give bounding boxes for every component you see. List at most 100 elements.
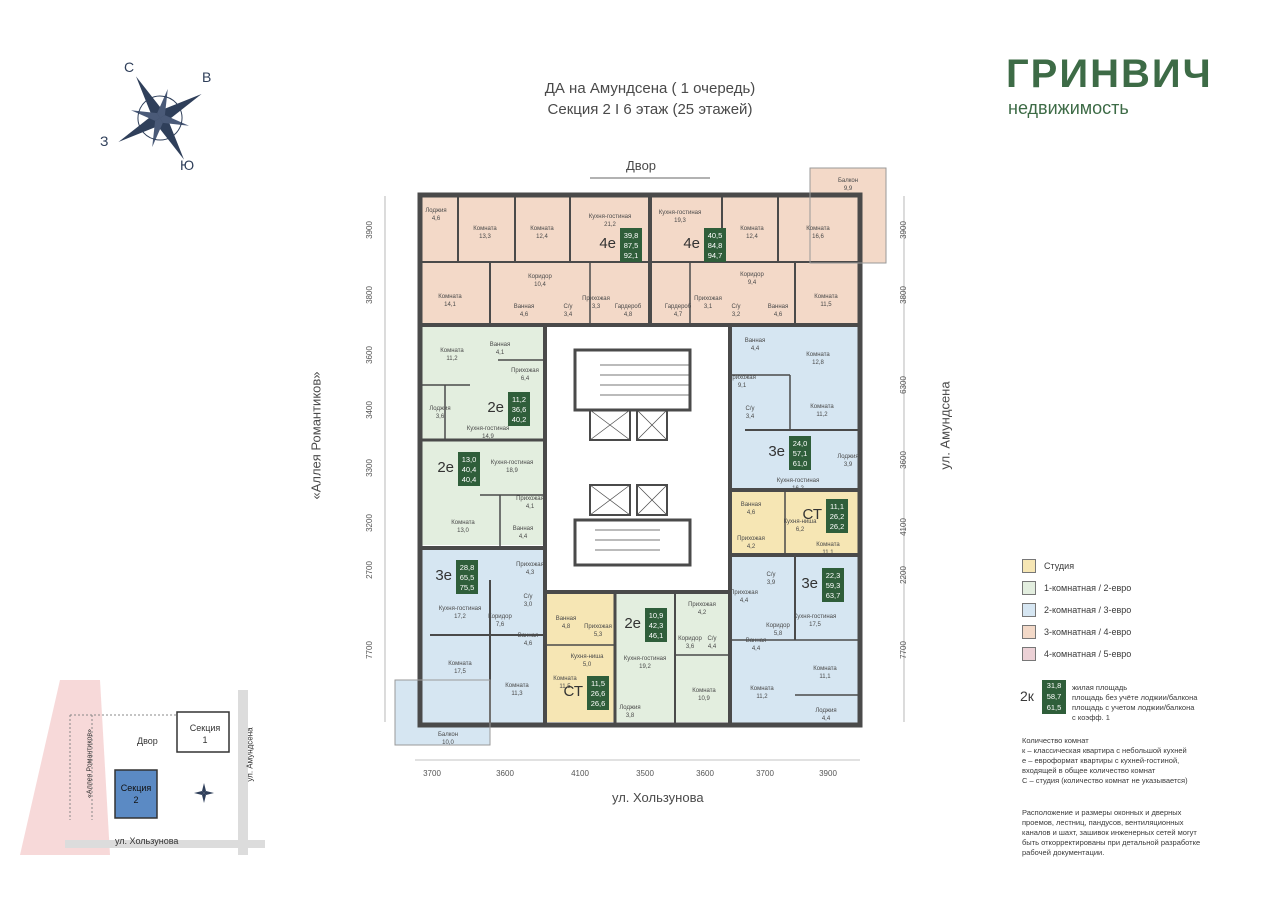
room-name: Балкон — [438, 732, 458, 738]
apartment-type: 3е — [801, 575, 818, 592]
street-top: Двор — [626, 158, 657, 173]
room-name: Лоджия — [837, 454, 858, 460]
legend-swatch-two-room — [1022, 603, 1036, 617]
room-area: 18,9 — [506, 468, 518, 474]
room-area: 13,0 — [457, 528, 469, 534]
minimap-street-left: «Аллея Романтиков» — [86, 729, 94, 798]
room-area: 3,0 — [524, 602, 533, 608]
dim-left-6: 2700 — [365, 561, 374, 579]
legend-swatch-three-room — [1022, 625, 1036, 639]
room-name: Комната — [692, 688, 716, 694]
legend-label-one-room: 1-комнатная / 2-евро — [1044, 583, 1132, 593]
room-area: 4,8 — [562, 624, 571, 630]
legend-sample-val-with: 61,5 — [1046, 703, 1062, 712]
legend-sample-val-living: 31,8 — [1046, 681, 1062, 690]
room-name: С/у — [564, 304, 573, 310]
street-top-line — [590, 177, 710, 179]
minimap-yard: Двор — [137, 736, 158, 746]
dim-right-1: 3800 — [899, 286, 908, 304]
apartment-type: 2е — [437, 459, 454, 476]
room-area: 3,4 — [564, 312, 573, 318]
apartment-area-value: 10,9 — [649, 611, 664, 620]
apartment-area-value: 28,8 — [460, 563, 475, 572]
legend-rooms-c: С – студия (количество комнат не указыва… — [1022, 776, 1188, 785]
room-name: Кухня-гостиная — [467, 426, 509, 432]
room-area: 5,3 — [594, 632, 603, 638]
apartment-area-value: 24,0 — [793, 439, 808, 448]
room-area: 4,7 — [674, 312, 683, 318]
apartment-badge — [620, 228, 642, 262]
dim-right-0: 3900 — [899, 221, 908, 239]
dim-left-3: 3400 — [365, 401, 374, 419]
dim-bottom-6: 3900 — [819, 769, 837, 778]
room-area: 13,3 — [479, 234, 491, 240]
plan-title: ДА на Амундсена ( 1 очередь) Секция 2 I … — [480, 78, 820, 120]
room-area: 6,2 — [796, 527, 805, 533]
room-name: Комната — [740, 226, 764, 232]
room-name: Комната — [813, 666, 837, 672]
legend-label-studio: Студия — [1044, 561, 1075, 571]
room-name: С/у — [524, 594, 533, 600]
room-area: 17,5 — [809, 622, 821, 628]
room-name: Коридор — [740, 272, 764, 278]
apartment-area-value: 84,8 — [708, 241, 723, 250]
legend-rooms-title: Количество комнат — [1022, 736, 1089, 745]
room-name: Коридор — [766, 623, 790, 629]
room-area: 4,1 — [496, 350, 505, 356]
apartment-badge — [508, 392, 530, 426]
dim-left-4: 3300 — [365, 459, 374, 477]
room-area: 5,8 — [774, 631, 783, 637]
apartment-badge — [826, 499, 848, 533]
legend-rooms-e1: е – евроформат квартиры с кухней-гостино… — [1022, 756, 1180, 765]
room-name: Ванная — [741, 502, 762, 508]
minimap-section-2: Секция 2 — [115, 782, 157, 806]
legend-swatch-four-room — [1022, 647, 1036, 661]
apartment-area-value: 11,2 — [512, 395, 526, 404]
room-name: Кухня-гостиная — [794, 614, 836, 620]
dim-bottom-4: 3600 — [696, 769, 714, 778]
room-name: Прихожая — [582, 296, 610, 302]
room-name: Комната — [810, 404, 834, 410]
room-area: 9,4 — [748, 280, 757, 286]
room-name: Гардероб — [615, 304, 642, 310]
room-name: Кухня-ниша — [571, 654, 605, 660]
legend-four-room: 4-комнатная / 5-евро — [1022, 646, 1131, 662]
apartment-area-value: 42,3 — [649, 621, 664, 630]
room-name: Лоджия — [619, 705, 640, 711]
room-area: 11,2 — [756, 694, 768, 700]
room-name: Кухня-гостиная — [624, 656, 666, 662]
room-area: 4,4 — [708, 644, 717, 650]
room-name: Комната — [440, 348, 464, 354]
apartment-area-value: 59,3 — [826, 581, 841, 590]
apartment-area-value: 46,1 — [649, 631, 664, 640]
room-name: Комната — [806, 226, 830, 232]
room-area: 16,6 — [812, 234, 824, 240]
room-name: Комната — [505, 683, 529, 689]
room-name: С/у — [708, 636, 717, 642]
room-area: 4,2 — [747, 544, 756, 550]
apartment-type: 2е — [624, 615, 641, 632]
room-name: Лоджия — [429, 406, 450, 412]
room-area: 14,9 — [482, 434, 494, 440]
room-area: 7,6 — [496, 622, 505, 628]
room-area: 21,2 — [604, 222, 616, 228]
room-name: Кухня-гостиная — [777, 478, 819, 484]
room-name: Прихожая — [694, 296, 722, 302]
legend-label-four-room: 4-комнатная / 5-евро — [1044, 649, 1132, 659]
apartment-area-value: 61,0 — [793, 459, 808, 468]
room-name: Ванная — [768, 304, 789, 310]
room-name: С/у — [746, 406, 755, 412]
legend-desc-3: с коэфф. 1 — [1072, 713, 1110, 722]
room-area: 3,1 — [704, 304, 713, 310]
dim-left-1: 3800 — [365, 286, 374, 304]
apartment-area-value: 65,5 — [460, 573, 475, 582]
room-area: 4,4 — [752, 646, 761, 652]
apartment-type: 2е — [487, 399, 504, 416]
room-area: 16,2 — [792, 486, 804, 492]
minimap-sec1-label: Секция — [189, 723, 221, 733]
room-area: 4,8 — [624, 312, 633, 318]
room-area: 4,4 — [751, 346, 760, 352]
legend-swatch-studio — [1022, 559, 1036, 573]
apartment-area-value: 92,1 — [624, 251, 639, 260]
apartment-badge — [456, 560, 478, 594]
